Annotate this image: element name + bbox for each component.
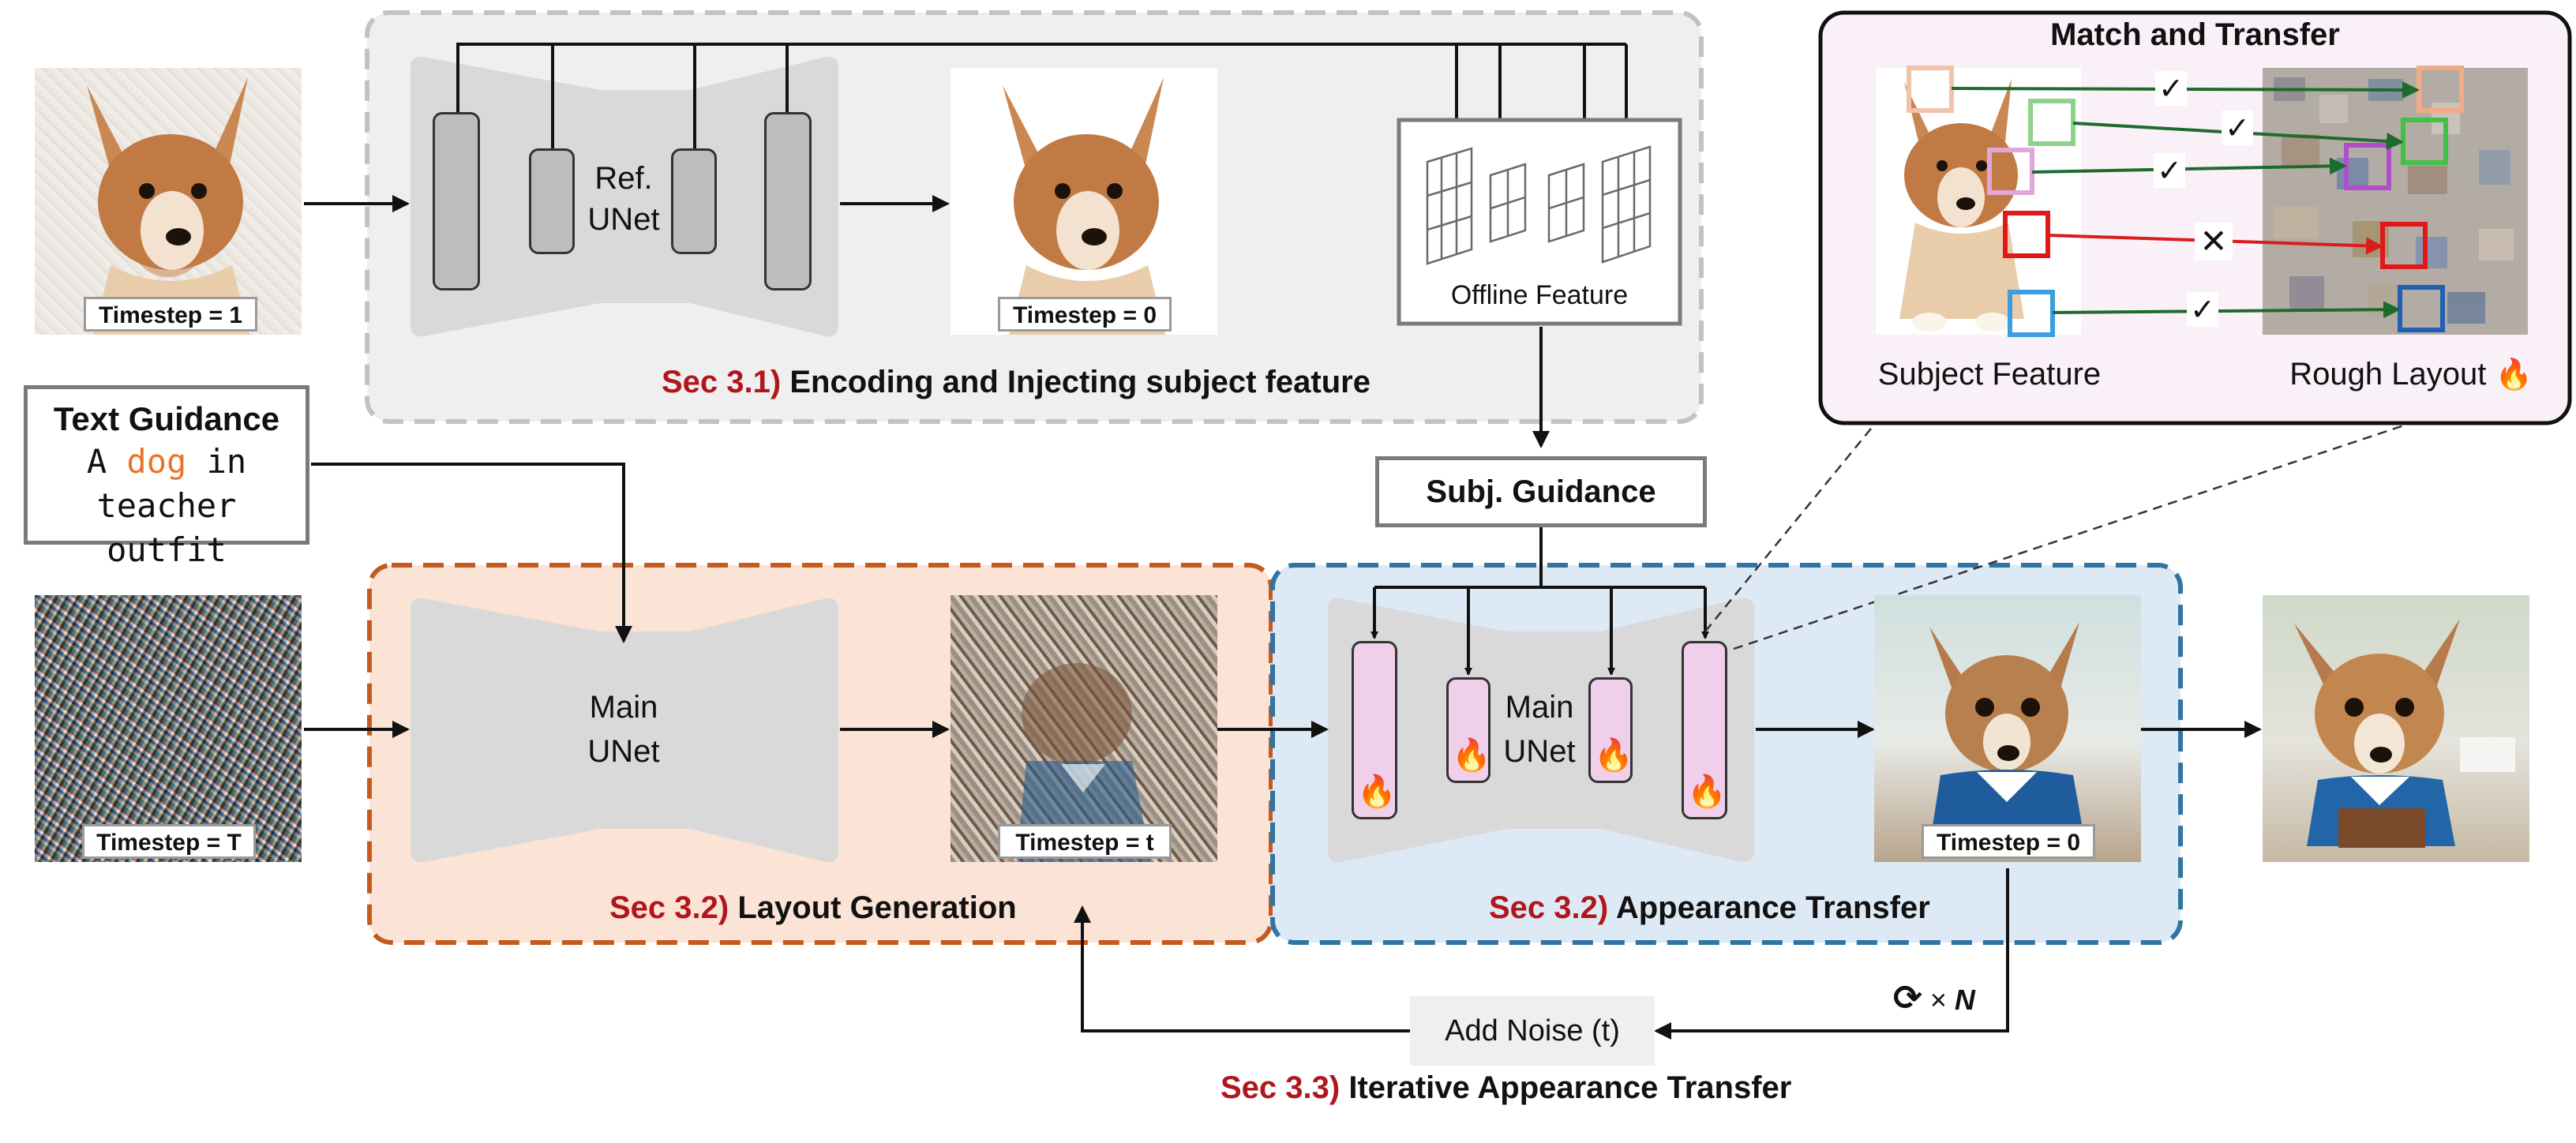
appearance-unet-label-line2: UNet bbox=[1503, 734, 1576, 769]
timestep-label-noise-input: Timestep = T bbox=[82, 824, 256, 859]
layout-unet-label-line1: Main bbox=[589, 690, 658, 725]
layout-unet-label-line2: UNet bbox=[587, 734, 660, 769]
text-guidance-prompt-line2: teacher outfit bbox=[96, 486, 237, 569]
feature-grid-2 bbox=[1489, 163, 1527, 243]
iterative-section-number: Sec 3.3) bbox=[1221, 1070, 1340, 1105]
noise-input-image: Timestep = T bbox=[35, 595, 302, 862]
timestep-label-ref-output: Timestep = 0 bbox=[998, 297, 1172, 332]
ref-unet-label-line2: UNet bbox=[587, 202, 660, 237]
fire-icon: 🔥 bbox=[1452, 738, 1491, 773]
noise-overlay bbox=[35, 595, 302, 862]
offline-feature-label: Offline Feature bbox=[1450, 280, 1629, 310]
appearance-section-number: Sec 3.2) bbox=[1489, 890, 1609, 925]
repeat-n: N bbox=[1954, 984, 1975, 1016]
final-output-dog-drawing bbox=[2294, 619, 2515, 848]
ref-unet-bar-3 bbox=[671, 148, 717, 254]
check-icon: ✓ bbox=[2154, 153, 2185, 188]
subject-feature-label: Subject Feature bbox=[1877, 357, 2102, 392]
appearance-unet-shape bbox=[1328, 598, 1754, 863]
ref-unet-bar-1 bbox=[433, 112, 480, 290]
layout-section-number: Sec 3.2) bbox=[609, 890, 729, 925]
repeat-times: × bbox=[1929, 984, 1955, 1016]
patch-subject-red bbox=[2003, 211, 2050, 258]
appearance-section-title: Sec 3.2) Appearance Transfer bbox=[1489, 890, 1930, 926]
layout-output-dog-silhouette bbox=[1017, 663, 1151, 862]
ref-unet-label-line1: Ref. bbox=[594, 161, 653, 196]
text-guidance-prompt-line1: A dog in bbox=[28, 440, 306, 484]
appearance-output-dog-drawing bbox=[1929, 622, 2086, 846]
top-row-arrows bbox=[304, 195, 1550, 448]
subj-guidance-label: Subj. Guidance bbox=[1426, 474, 1656, 509]
cycle-arrows-icon: ⟳ bbox=[1893, 978, 1922, 1018]
fire-icon: 🔥 bbox=[1357, 774, 1397, 809]
check-icon: ✓ bbox=[2155, 71, 2187, 106]
appearance-unet-label: Main UNet bbox=[1487, 685, 1592, 774]
check-icon: ✓ bbox=[2187, 292, 2218, 327]
appearance-unet-bar-4: 🔥 bbox=[1682, 641, 1727, 819]
timestep-label-appearance-output: Timestep = 0 bbox=[1922, 824, 2095, 859]
timestep-label-layout-output: Timestep = t bbox=[998, 824, 1172, 859]
check-icon: ✓ bbox=[2222, 111, 2253, 145]
encoding-section-title: Sec 3.1) Encoding and Injecting subject … bbox=[662, 365, 1370, 400]
ref-unet-bar-2 bbox=[529, 148, 575, 254]
text-guidance-prompt-highlight: dog bbox=[126, 442, 187, 481]
fire-icon: 🔥 bbox=[1594, 738, 1633, 773]
iterative-section-title: Sec 3.3) Iterative Appearance Transfer bbox=[1221, 1070, 1791, 1106]
zoom-guide-lines bbox=[1704, 423, 2407, 650]
fire-icon: 🔥 bbox=[1687, 774, 1727, 809]
feature-grid-1 bbox=[1426, 147, 1473, 265]
ref-output-image: Timestep = 0 bbox=[951, 68, 1217, 335]
appearance-unet-bar-1: 🔥 bbox=[1352, 641, 1397, 819]
ref-output-dog-drawing bbox=[1003, 77, 1165, 335]
ref-unet-shape bbox=[411, 56, 838, 337]
final-output-image bbox=[2263, 595, 2529, 862]
layout-section-name: Layout Generation bbox=[737, 890, 1017, 925]
cross-icon: ✕ bbox=[2195, 223, 2233, 260]
add-noise-label: Add Noise (t) bbox=[1445, 1014, 1620, 1047]
layout-unet-shape bbox=[411, 598, 838, 863]
text-guidance-prompt-pre: A bbox=[86, 442, 127, 481]
ref-input-image: Timestep = 1 bbox=[35, 68, 302, 335]
subj-guidance-bus bbox=[1370, 527, 1709, 676]
iterative-section-name: Iterative Appearance Transfer bbox=[1348, 1070, 1792, 1105]
appearance-unet-bar-2: 🔥 bbox=[1446, 677, 1491, 783]
text-guidance-title: Text Guidance bbox=[53, 400, 280, 437]
ref-unet-label: Ref. UNet bbox=[576, 158, 671, 240]
text-guidance-arrow bbox=[311, 463, 632, 643]
subj-guidance-box: Subj. Guidance bbox=[1375, 456, 1707, 527]
appearance-output-image: Timestep = 0 bbox=[1874, 595, 2141, 862]
text-guidance-prompt-post: in bbox=[186, 442, 247, 481]
offline-feature-grids bbox=[1426, 145, 1652, 265]
ref-input-dog-drawing bbox=[35, 68, 302, 335]
rough-layout-label: Rough Layout 🔥 bbox=[2261, 357, 2561, 392]
patch-subject-green bbox=[2028, 99, 2075, 146]
text-guidance-box: Text Guidance A dog in teacher outfit bbox=[24, 385, 309, 569]
layout-unet-label: Main UNet bbox=[568, 685, 679, 774]
layout-output-image: Timestep = t bbox=[951, 595, 1217, 862]
timestep-label-ref-input: Timestep = 1 bbox=[84, 297, 257, 332]
layout-section-title: Sec 3.2) Layout Generation bbox=[609, 890, 1017, 926]
ref-unet-bar-4 bbox=[764, 112, 812, 290]
feature-grid-3 bbox=[1547, 163, 1585, 243]
fire-icon: 🔥 bbox=[2495, 358, 2533, 392]
feature-grid-4 bbox=[1601, 145, 1652, 264]
iterative-loop-arrows bbox=[1074, 868, 2009, 1040]
appearance-unet-label-line1: Main bbox=[1505, 690, 1574, 725]
encoding-section-name: Encoding and Injecting subject feature bbox=[789, 365, 1370, 399]
repeat-indicator: ⟳ × N bbox=[1893, 979, 1975, 1018]
appearance-section-name: Appearance Transfer bbox=[1615, 890, 1930, 925]
panel-rough-layout-image bbox=[2263, 68, 2528, 335]
match-transfer-title: Match and Transfer bbox=[2050, 17, 2340, 52]
patch-subject-blue bbox=[2008, 290, 2055, 337]
appearance-unet-bar-3: 🔥 bbox=[1588, 677, 1633, 783]
encoding-section-number: Sec 3.1) bbox=[662, 365, 782, 399]
add-noise-box: Add Noise (t) bbox=[1410, 996, 1655, 1066]
rough-layout-text: Rough Layout bbox=[2289, 357, 2487, 392]
subject-feature-patches bbox=[1907, 66, 2075, 337]
